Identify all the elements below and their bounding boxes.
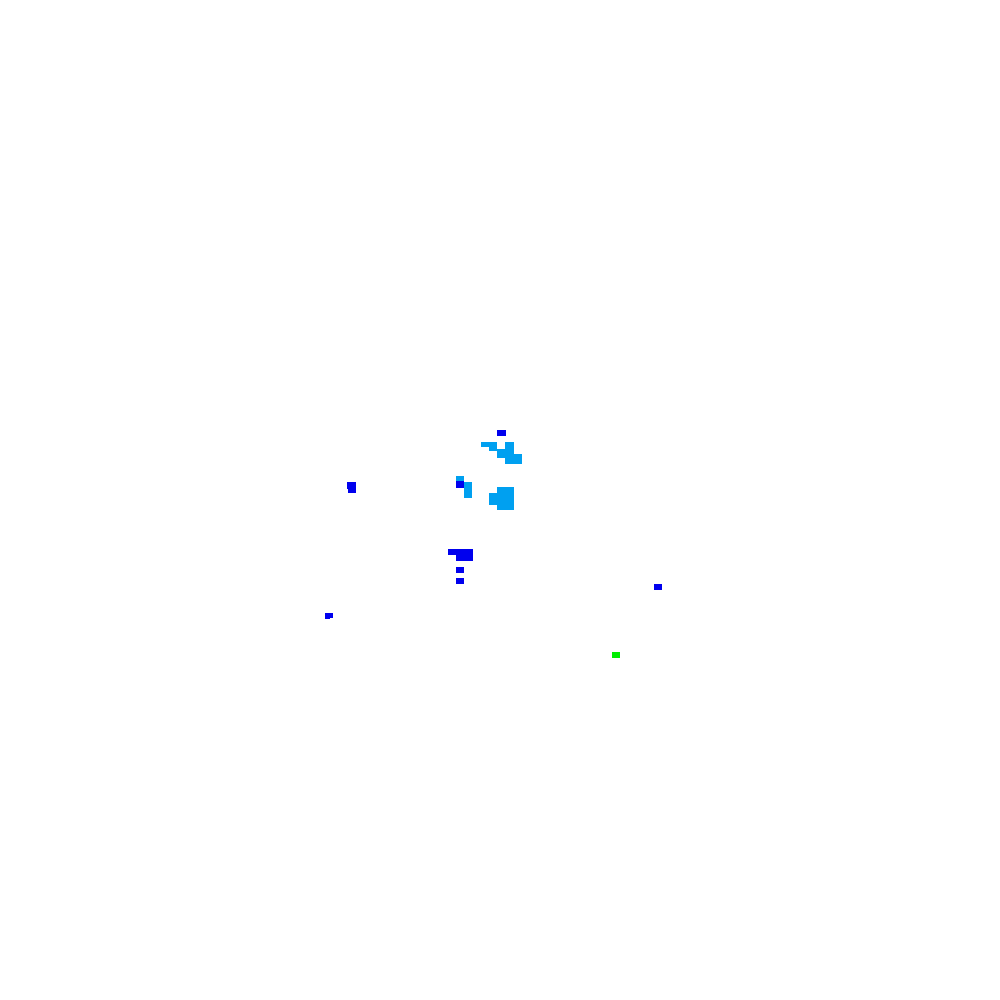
map-cell xyxy=(654,584,662,590)
map-cell xyxy=(456,567,464,573)
cell-cluster-east xyxy=(654,584,662,590)
map-cells xyxy=(325,430,662,658)
map-cell xyxy=(505,454,522,464)
map-cell xyxy=(497,430,506,436)
cell-cluster-north-top xyxy=(497,430,506,436)
cell-cluster-southeast xyxy=(612,652,620,658)
map-cell xyxy=(456,578,464,584)
map-cell xyxy=(464,486,472,498)
cell-cluster-center-left-core xyxy=(456,481,464,488)
map-cell xyxy=(481,442,497,447)
map-cell xyxy=(448,549,473,555)
map-cell xyxy=(325,613,330,619)
map-cell xyxy=(456,481,464,488)
map-cell xyxy=(489,493,499,505)
map-cell xyxy=(497,449,506,458)
map-cell xyxy=(612,652,620,658)
cell-cluster-center-right xyxy=(489,487,514,510)
cell-cluster-north xyxy=(481,442,522,464)
map-cell xyxy=(456,553,473,561)
cell-cluster-southwest xyxy=(325,613,333,619)
map-cell xyxy=(347,482,356,489)
map-cell xyxy=(348,486,356,493)
cell-cluster-west xyxy=(347,482,356,493)
cell-cluster-south xyxy=(448,549,473,584)
map-cell xyxy=(456,476,464,482)
map-cell xyxy=(505,442,514,458)
map-cell xyxy=(497,487,514,510)
map-cell xyxy=(489,446,497,451)
